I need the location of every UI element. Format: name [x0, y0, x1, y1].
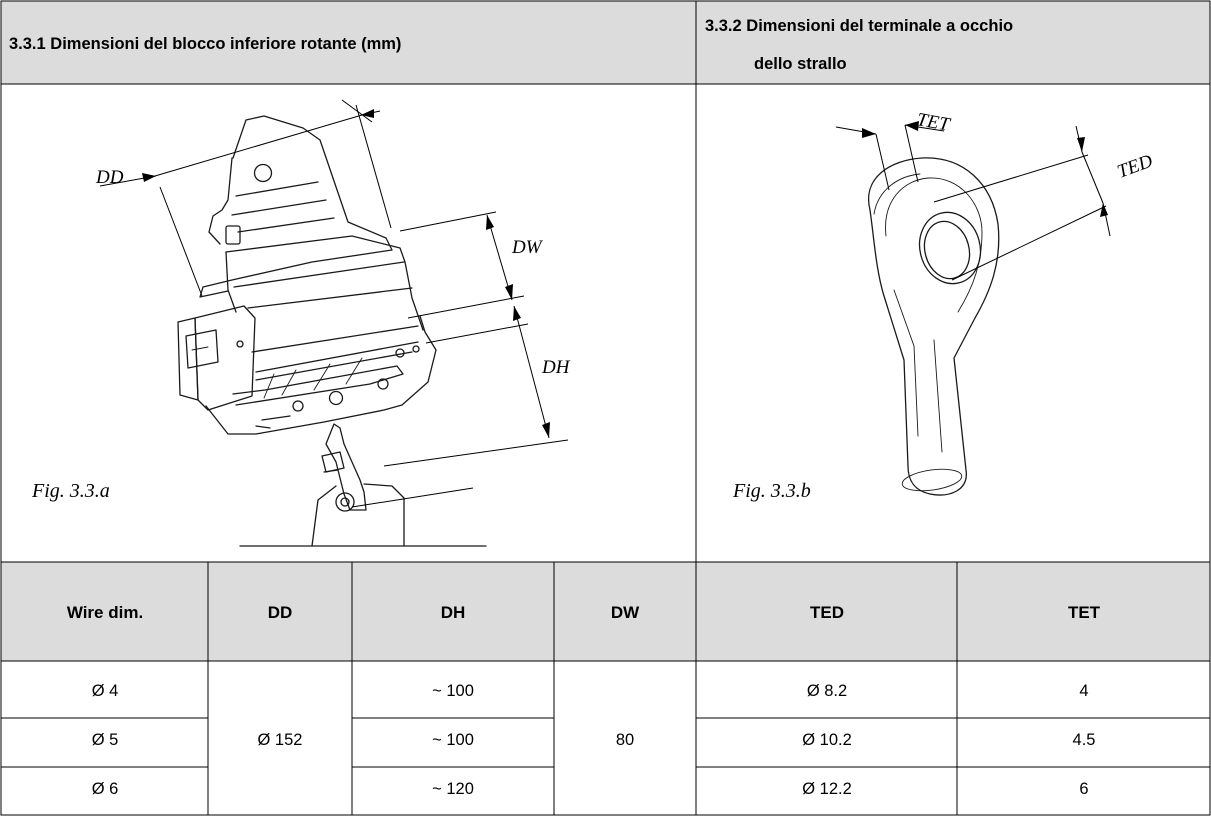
table-header-row: Wire dim. DD DH DW TED TET — [67, 603, 1101, 622]
figure-b-tet-dimension — [835, 121, 945, 191]
cell-wire-dim: Ø 4 — [92, 682, 119, 700]
cell-ted: Ø 8.2 — [807, 682, 847, 700]
figure-a-label-dd: DD — [95, 167, 124, 188]
cell-ted: Ø 12.2 — [802, 780, 852, 798]
column-header-wire-dim: Wire dim. — [67, 603, 143, 622]
figure-a-drawing — [177, 115, 487, 547]
section-title-left: 3.3.1 Dimensioni del blocco inferiore ro… — [9, 35, 401, 53]
section-header-left-bg — [1, 1, 696, 84]
table-row: Ø 5 ~ 100 Ø 10.2 4.5 — [92, 731, 1096, 749]
cell-wire-dim: Ø 5 — [92, 731, 119, 749]
column-header-dd: DD — [268, 603, 293, 622]
cell-ted: Ø 10.2 — [802, 731, 852, 749]
figure-a-dw-dimension — [399, 211, 529, 344]
column-header-ted: TED — [810, 603, 844, 622]
cell-dh: ~ 120 — [432, 780, 474, 798]
cell-dw-merged: 80 — [616, 731, 634, 749]
figure-a-label-dh: DH — [541, 357, 571, 378]
cell-tet: 4 — [1079, 682, 1088, 700]
table-row: Ø 6 ~ 120 Ø 12.2 6 — [92, 780, 1089, 798]
figure-b-label-ted: TED — [1115, 151, 1156, 183]
column-header-dw: DW — [611, 603, 640, 622]
section-title-right-line2: dello strallo — [754, 55, 847, 73]
section-header-right-bg — [696, 1, 1210, 84]
column-header-tet: TET — [1068, 603, 1101, 622]
cell-dh: ~ 100 — [432, 731, 474, 749]
cell-wire-dim: Ø 6 — [92, 780, 119, 798]
figure-b-caption: Fig. 3.3.b — [732, 480, 811, 502]
figure-b-drawing — [867, 157, 1000, 496]
figure-b-ted-dimension — [933, 125, 1111, 281]
cell-dh: ~ 100 — [432, 682, 474, 700]
cell-dd-merged: Ø 152 — [258, 731, 303, 749]
cell-tet: 6 — [1079, 780, 1088, 798]
table-row: Ø 4 ~ 100 Ø 8.2 4 — [92, 682, 1089, 700]
table-header-bg — [1, 562, 1210, 661]
section-title-right-line1: 3.3.2 Dimensioni del terminale a occhio — [705, 17, 1013, 35]
figure-b-label-tet: TET — [915, 109, 952, 136]
figure-a-caption: Fig. 3.3.a — [31, 480, 110, 502]
column-header-dh: DH — [441, 603, 466, 622]
figure-a-dh-dimension — [351, 305, 569, 508]
cell-tet: 4.5 — [1073, 731, 1096, 749]
figure-a-dd-dimension — [99, 99, 392, 297]
figure-a-label-dw: DW — [511, 237, 544, 258]
